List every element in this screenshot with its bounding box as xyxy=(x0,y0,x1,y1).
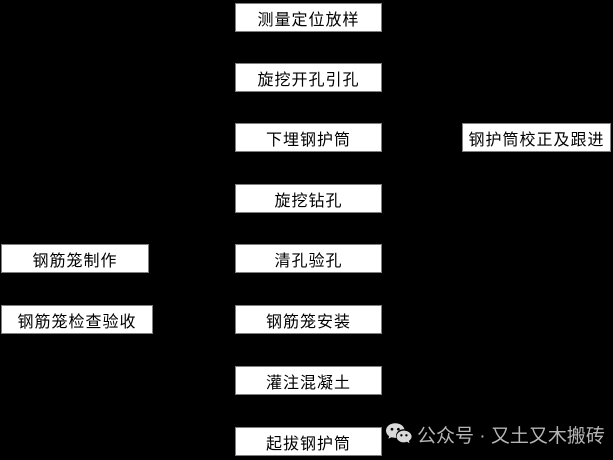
flow-step-concrete-pouring: 灌注混凝土 xyxy=(235,366,382,395)
flow-step-label: 钢筋笼检查验收 xyxy=(17,313,137,331)
flow-step-cage-installation: 钢筋笼安装 xyxy=(235,305,382,334)
flow-step-casing-correction: 钢护筒校正及跟进 xyxy=(462,123,611,152)
flow-step-survey-positioning: 测量定位放样 xyxy=(235,3,382,32)
flow-step-label: 旋挖钻孔 xyxy=(274,192,343,210)
flow-step-casing-extraction: 起拔钢护筒 xyxy=(235,427,382,456)
flow-step-pilot-hole: 旋挖开孔引孔 xyxy=(235,63,382,92)
flow-step-label: 灌注混凝土 xyxy=(265,374,351,392)
flow-step-casing-install: 下埋钢护筒 xyxy=(235,123,382,152)
flow-step-label: 钢筋笼安装 xyxy=(265,313,351,331)
watermark: 公众号 · 又土又木搬砖 xyxy=(385,421,605,448)
flow-step-label: 钢筋笼制作 xyxy=(32,252,118,270)
flow-step-label: 下埋钢护筒 xyxy=(265,131,351,149)
watermark-text: 公众号 · 又土又木搬砖 xyxy=(417,426,605,447)
flow-step-label: 清孔验孔 xyxy=(274,252,343,270)
flow-step-hole-cleaning: 清孔验孔 xyxy=(235,244,382,273)
flow-step-cage-fabrication: 钢筋笼制作 xyxy=(1,244,149,273)
wechat-icon xyxy=(386,423,412,444)
flow-step-cage-inspection: 钢筋笼检查验收 xyxy=(1,305,153,334)
flow-step-label: 钢护筒校正及跟进 xyxy=(468,131,605,149)
flow-step-rotary-drilling: 旋挖钻孔 xyxy=(235,184,382,213)
flow-step-label: 起拔钢护筒 xyxy=(265,435,351,453)
flow-step-label: 测量定位放样 xyxy=(257,11,360,29)
flow-step-label: 旋挖开孔引孔 xyxy=(257,71,360,89)
